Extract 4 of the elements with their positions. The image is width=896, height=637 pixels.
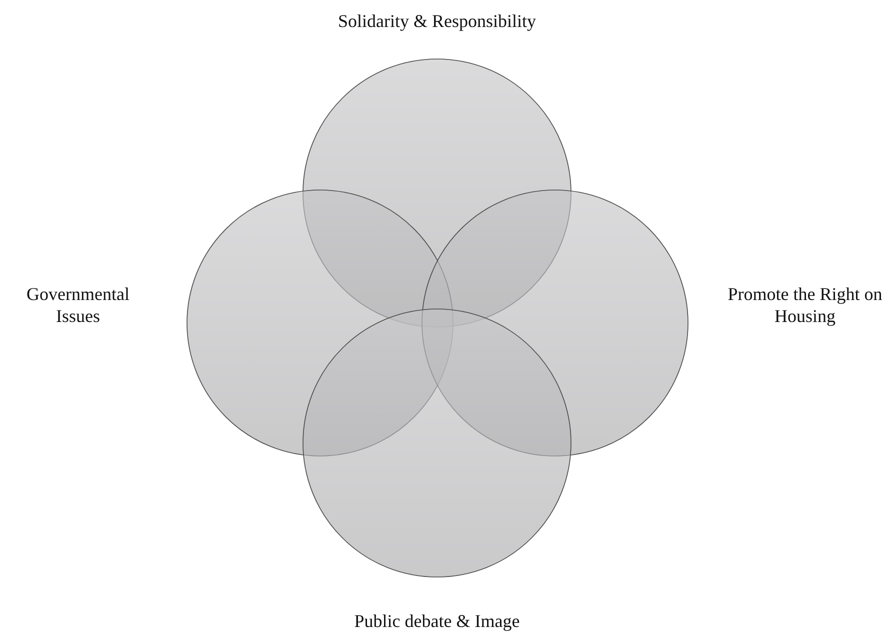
circle-label: Public debate & Image bbox=[353, 610, 521, 632]
circle-label: Governmental Issues bbox=[26, 283, 130, 327]
circle-label: Solidarity & Responsibility bbox=[336, 10, 537, 32]
circle-label: Promote the Right on Housing bbox=[726, 283, 884, 327]
